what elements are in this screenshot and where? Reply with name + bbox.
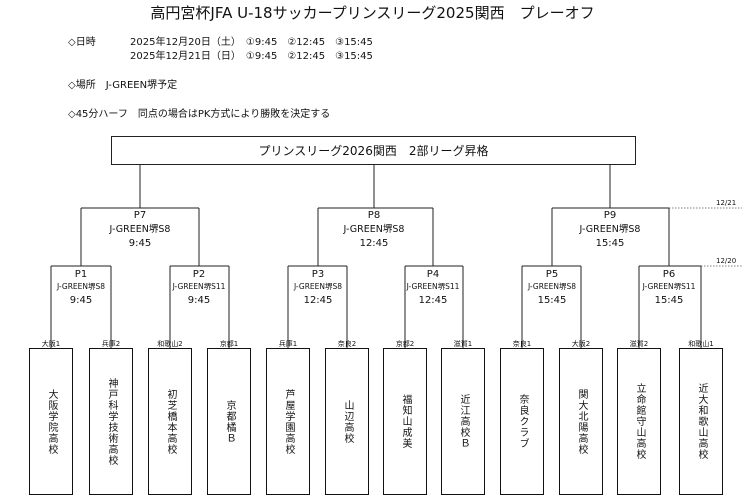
- team-seed: 京都2: [395, 340, 415, 348]
- match-p1: P1 J-GREEN堺S8 9:45: [57, 270, 105, 306]
- match-time: 9:45: [187, 294, 211, 306]
- team-name: 大阪学院高校: [46, 388, 57, 455]
- team-seed: 兵庫2: [101, 340, 121, 348]
- team-name: 近大和歌山高校: [696, 383, 707, 460]
- match-venue: J-GREEN堺S11: [642, 282, 696, 291]
- match-id: P3: [311, 269, 325, 280]
- match-p4: P4 J-GREEN堺S11 12:45: [407, 270, 460, 306]
- rules-line: ◇45分ハーフ 同点の場合はPK方式により勝敗を決定する: [68, 109, 331, 120]
- match-id: P1: [74, 269, 88, 280]
- match-time: 12:45: [359, 237, 389, 249]
- team-name: 立命館守山高校: [634, 383, 645, 460]
- team-box: 近大和歌山高校: [679, 348, 723, 495]
- match-venue: J-GREEN堺S11: [172, 282, 226, 291]
- match-time: 12:45: [303, 294, 333, 306]
- page-title: 高円宮杯JFA U-18サッカープリンスリーグ2025関西 プレーオフ: [150, 4, 595, 22]
- match-time: 12:45: [418, 294, 448, 306]
- match-time: 9:45: [128, 237, 152, 249]
- team-box: 福知山成美: [383, 348, 427, 495]
- schedule-line-2: 2025年12月21日（日） ①9:45 ②12:45 ③15:45: [130, 51, 373, 62]
- match-time: 15:45: [537, 294, 567, 306]
- team-box: 京都橘Ｂ: [207, 348, 251, 495]
- venue-line: ◇場所 J-GREEN堺予定: [68, 80, 178, 91]
- team-box: 初芝橋本高校: [148, 348, 192, 495]
- match-p3: P3 J-GREEN堺S8 12:45: [294, 270, 342, 306]
- team-name: 福知山成美: [400, 394, 411, 449]
- match-venue: J-GREEN堺S8: [293, 282, 343, 291]
- team-name: 神戸科学技術高校: [106, 377, 117, 466]
- team-box: 立命館守山高校: [617, 348, 661, 495]
- match-venue: J-GREEN堺S8: [579, 224, 641, 235]
- team-seed: 和歌山1: [688, 340, 714, 348]
- match-id: P7: [133, 210, 147, 221]
- team-seed: 奈良2: [337, 340, 357, 348]
- team-name: 近江高校Ｂ: [458, 394, 469, 449]
- match-id: P2: [192, 269, 206, 280]
- date-note-round1: 12/20: [716, 257, 737, 265]
- match-p5: P5 J-GREEN堺S8 15:45: [528, 270, 576, 306]
- team-name: 芦屋学園高校: [283, 388, 294, 455]
- team-seed: 大阪2: [571, 340, 591, 348]
- match-p8: P8 J-GREEN堺S8 12:45: [344, 211, 405, 249]
- final-banner: プリンスリーグ2026関西 2部リーグ昇格: [111, 136, 636, 165]
- final-banner-label: プリンスリーグ2026関西 2部リーグ昇格: [258, 144, 489, 158]
- match-venue: J-GREEN堺S8: [56, 282, 106, 291]
- match-p7: P7 J-GREEN堺S8 9:45: [110, 211, 171, 249]
- match-p2: P2 J-GREEN堺S11 9:45: [173, 270, 226, 306]
- team-name: 奈良クラブ: [517, 394, 528, 449]
- team-seed: 大阪1: [41, 340, 61, 348]
- team-box: 山辺高校: [325, 348, 369, 495]
- team-seed: 滋賀1: [453, 340, 473, 348]
- team-box: 奈良クラブ: [500, 348, 544, 495]
- team-box: 神戸科学技術高校: [89, 348, 133, 495]
- team-seed: 京都1: [219, 340, 239, 348]
- match-venue: J-GREEN堺S8: [109, 224, 171, 235]
- team-seed: 奈良1: [512, 340, 532, 348]
- match-time: 15:45: [654, 294, 684, 306]
- match-time: 15:45: [595, 237, 625, 249]
- match-id: P6: [662, 269, 676, 280]
- team-box: 近江高校Ｂ: [441, 348, 485, 495]
- team-box: 芦屋学園高校: [266, 348, 310, 495]
- schedule-line-1: 2025年12月20日（土） ①9:45 ②12:45 ③15:45: [130, 37, 373, 48]
- match-id: P8: [367, 210, 381, 221]
- match-time: 9:45: [69, 294, 93, 306]
- team-seed: 兵庫1: [278, 340, 298, 348]
- team-box: 大阪学院高校: [29, 348, 73, 495]
- match-id: P4: [426, 269, 440, 280]
- team-name: 関大北陽高校: [576, 388, 587, 455]
- match-venue: J-GREEN堺S8: [343, 224, 405, 235]
- team-name: 京都橘Ｂ: [224, 399, 235, 444]
- match-p9: P9 J-GREEN堺S8 15:45: [580, 211, 641, 249]
- match-venue: J-GREEN堺S8: [527, 282, 577, 291]
- match-id: P5: [545, 269, 559, 280]
- team-box: 関大北陽高校: [559, 348, 603, 495]
- team-name: 山辺高校: [342, 399, 353, 444]
- date-note-round2: 12/21: [716, 199, 737, 207]
- match-p6: P6 J-GREEN堺S11 15:45: [643, 270, 696, 306]
- match-venue: J-GREEN堺S11: [406, 282, 460, 291]
- match-id: P9: [603, 210, 617, 221]
- team-seed: 和歌山2: [157, 340, 183, 348]
- schedule-label: ◇日時: [68, 37, 96, 48]
- team-name: 初芝橋本高校: [165, 388, 176, 455]
- team-seed: 滋賀2: [629, 340, 649, 348]
